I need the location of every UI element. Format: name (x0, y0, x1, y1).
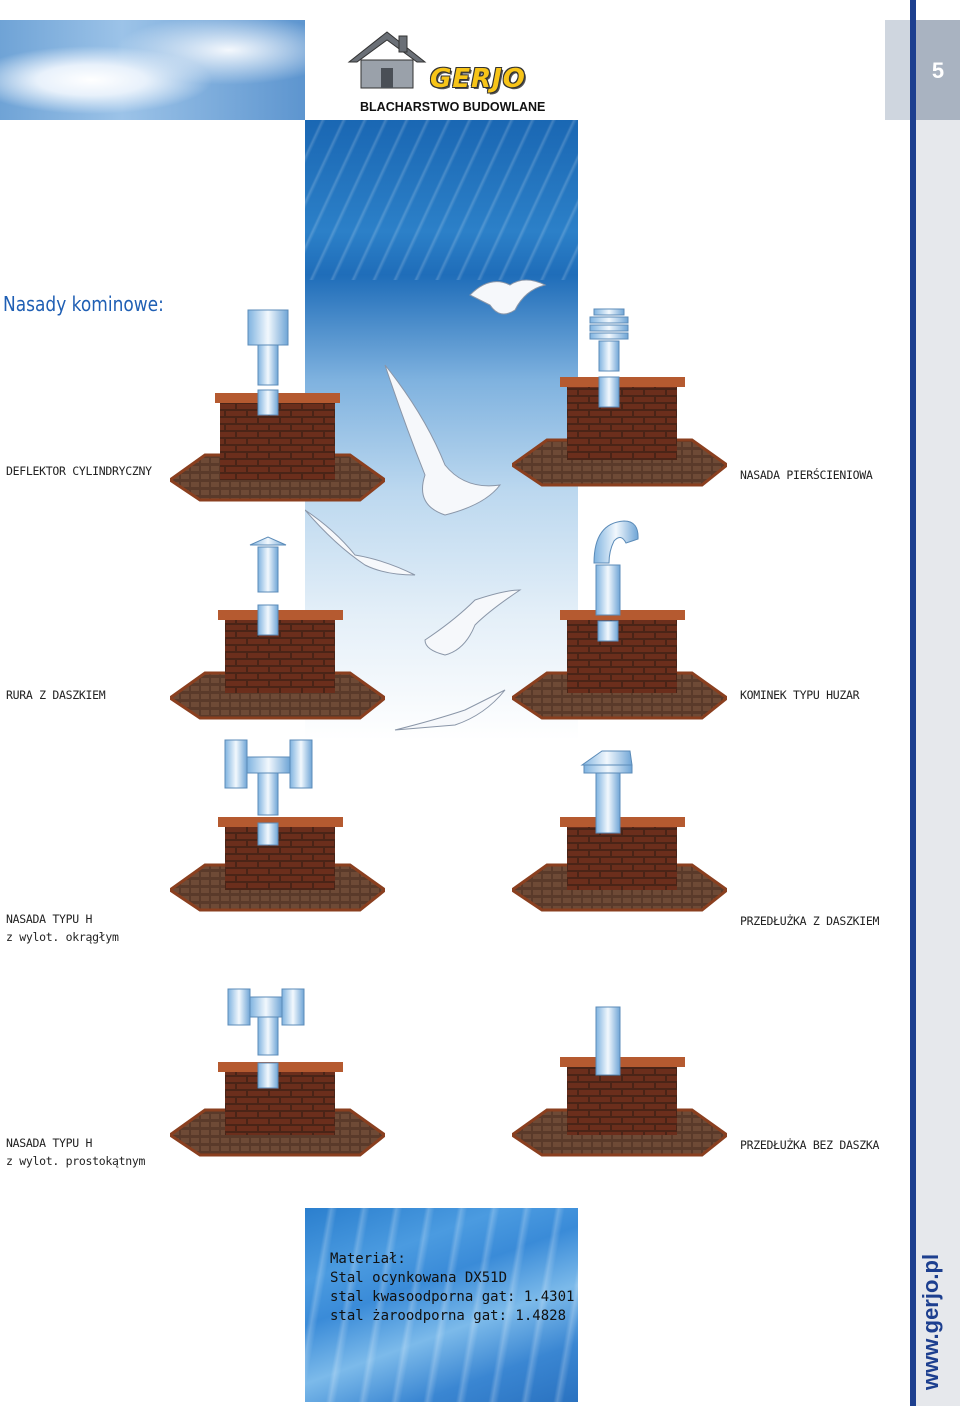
product-label-pierscieniowa: NASADA PIERŚCIENIOWA (740, 468, 873, 482)
product-label-h-rect: NASADA TYPU H z wylot. prostokątnym (6, 1136, 146, 1168)
material-heading: Materiał: (330, 1251, 406, 1267)
brand-tagline: BLACHARSTWO BUDOWLANE (360, 100, 546, 114)
side-panel (916, 120, 960, 1406)
brand-logo: GERJO BLACHARSTWO BUDOWLANE (305, 20, 578, 120)
chimney-illustration-h-rect (170, 988, 385, 1157)
material-info: Materiał: Stal ocynkowana DX51D stal kwa… (330, 1250, 574, 1326)
house-logo-icon (347, 31, 427, 89)
product-label-deflektor: DEFLEKTOR CYLINDRYCZNY (6, 464, 152, 478)
material-background (305, 1208, 578, 1402)
product-label-przedluzka-bez-daszka: PRZEDŁUŻKA BEZ DASZKA (740, 1138, 880, 1152)
chimney-illustration-pierscieniowa (512, 308, 727, 487)
brand-name: GERJO (430, 64, 526, 94)
product-label-przedluzka-z-daszkiem: PRZEDŁUŻKA Z DASZKIEM (740, 914, 880, 928)
page-tab-left (885, 20, 911, 120)
product-label-h-round: NASADA TYPU H z wylot. okrągłym (6, 912, 119, 944)
side-accent-bar (910, 0, 916, 1406)
sky-with-seagulls-photo (305, 120, 578, 740)
chimney-illustration-h-round (170, 739, 385, 912)
chimney-illustration-deflektor (170, 309, 385, 502)
chimney-illustration-rura-z-daszkiem (170, 536, 385, 720)
chimney-illustration-przedluzka-bez-daszka (512, 1006, 727, 1157)
website-url: www.gerjo.pl (918, 1253, 943, 1390)
material-line: stal kwasoodporna gat: 1.4301 (330, 1289, 575, 1305)
material-line: stal żaroodporna gat: 1.4828 (330, 1308, 567, 1324)
material-line: Stal ocynkowana DX51D (330, 1270, 508, 1286)
product-label-rura-z-daszkiem: RURA Z DASZKIEM (6, 688, 106, 702)
sky-photo (0, 20, 305, 120)
page-number: 5 (916, 20, 960, 120)
seagulls-illustration (305, 279, 547, 731)
product-label-huzar: KOMINEK TYPU HUZAR (740, 688, 860, 702)
chimney-illustration-przedluzka-z-daszkiem (512, 750, 727, 912)
chimney-illustration-huzar (512, 520, 727, 720)
section-title: Nasady kominowe: (3, 292, 164, 316)
